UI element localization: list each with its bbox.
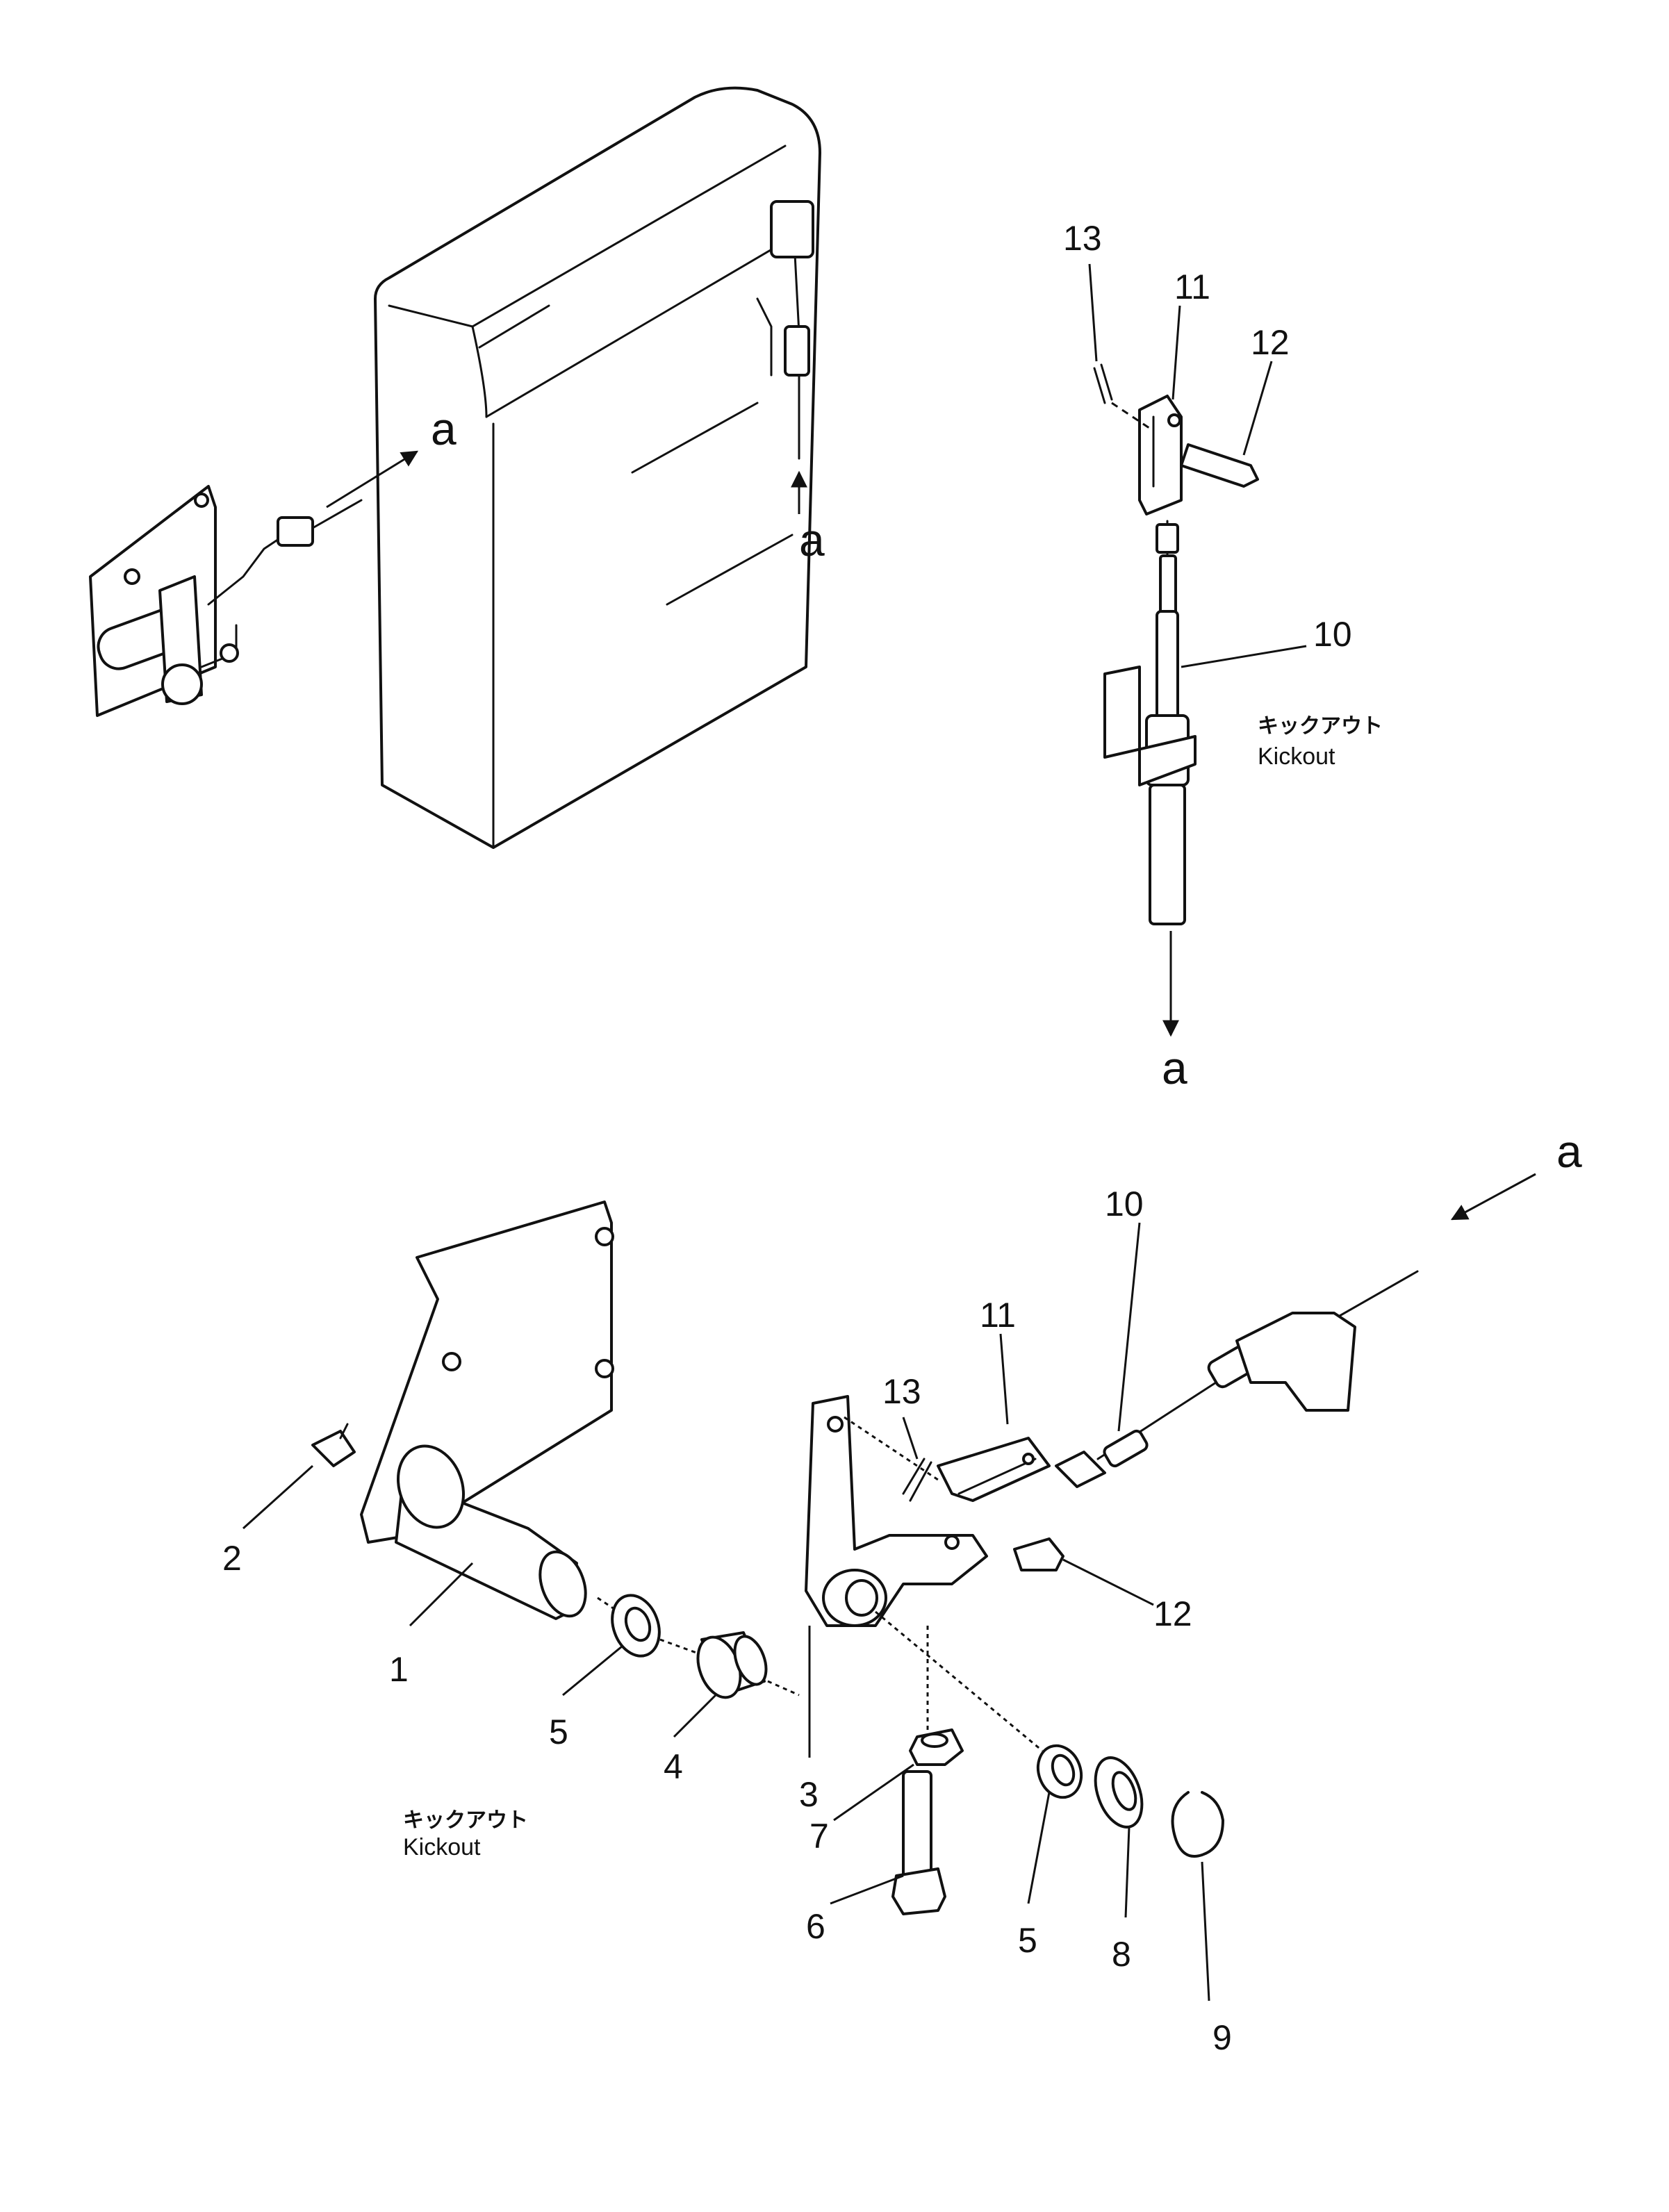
- label-13-top: 13: [1063, 219, 1102, 258]
- note-kickout-jp-bottom: キックアウト: [403, 1808, 528, 1833]
- label-13-bottom: 13: [882, 1372, 921, 1411]
- label-6: 6: [806, 1907, 825, 1946]
- label-4: 4: [664, 1747, 683, 1786]
- ref-a-side: a: [431, 403, 457, 454]
- cabinet-overview: [374, 86, 821, 849]
- note-kickout-en-top: Kickout: [1258, 743, 1335, 770]
- label-7: 7: [809, 1817, 829, 1856]
- label-12-top: 12: [1251, 323, 1290, 362]
- label-9: 9: [1212, 2018, 1232, 2057]
- label-11-top: 11: [1174, 267, 1210, 306]
- label-12-bottom: 12: [1153, 1594, 1192, 1633]
- label-11-bottom: 11: [980, 1296, 1016, 1335]
- label-1: 1: [389, 1650, 409, 1689]
- label-5a: 5: [549, 1712, 568, 1751]
- label-8: 8: [1112, 1935, 1131, 1974]
- kickout-mechanism-small: [89, 485, 363, 717]
- label-10-top: 10: [1313, 615, 1352, 654]
- ref-a-cable-bottom: a: [1556, 1125, 1582, 1177]
- label-10-bottom: 10: [1105, 1185, 1144, 1223]
- label-5b: 5: [1018, 1921, 1037, 1960]
- ref-a-front: a: [799, 514, 825, 566]
- label-3: 3: [799, 1775, 819, 1814]
- note-kickout-jp-top: キックアウト: [1258, 714, 1383, 738]
- label-2: 2: [222, 1539, 242, 1578]
- cable-detail-top: [1093, 363, 1259, 925]
- note-kickout-en-bottom: Kickout: [403, 1834, 481, 1860]
- exploded-assembly: [311, 1200, 1419, 1915]
- ref-a-cable-top: a: [1162, 1042, 1187, 1093]
